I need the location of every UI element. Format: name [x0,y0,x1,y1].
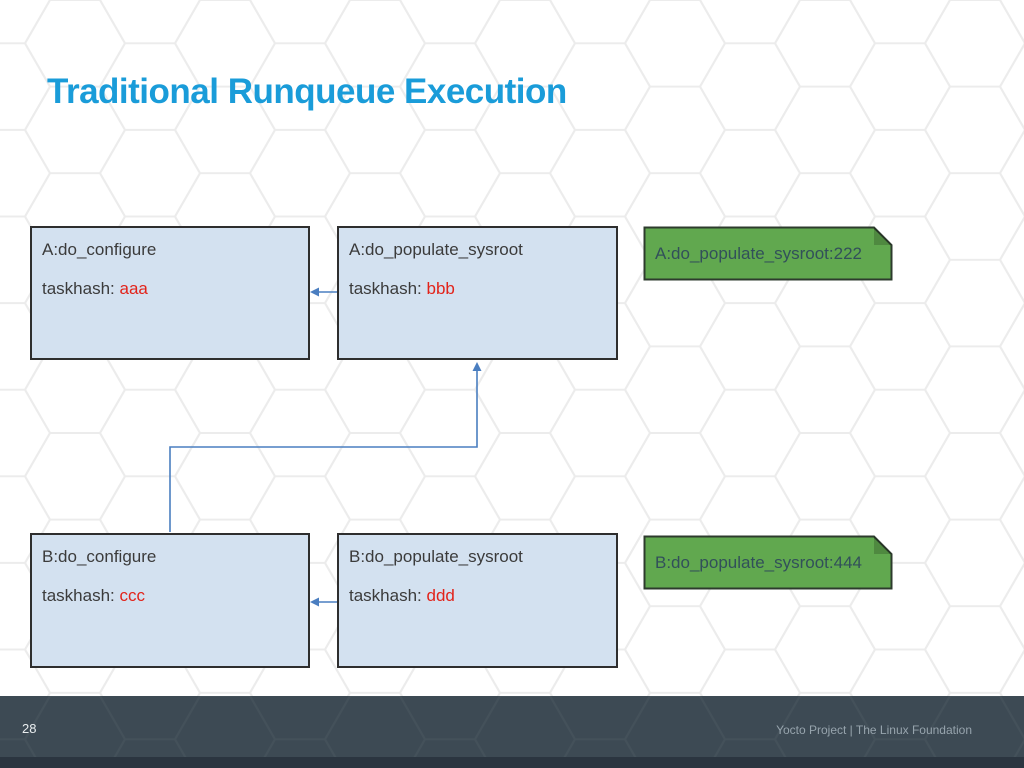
sstate-note-b: B:do_populate_sysroot:444 [643,535,893,590]
task-name: A:do_configure [42,240,157,259]
task-hash-value: bbb [426,279,455,298]
task-box-a-do-configure: A:do_configure taskhash: aaa [30,226,310,360]
task-name: A:do_populate_sysroot [349,240,523,259]
arrow-b-configure-to-a-sysroot [169,371,478,532]
task-name: B:do_populate_sysroot [349,547,523,566]
arrowhead-left-icon [310,597,319,607]
task-hash-value: ddd [426,586,455,605]
page-number: 28 [22,721,37,736]
slide-title: Traditional Runqueue Execution [47,72,567,111]
footer-brand-text: Yocto Project | The Linux Foundation [776,723,972,737]
footer-bottom-strip [0,757,1024,768]
folded-corner-shape [643,226,893,281]
task-hash-value: aaa [119,279,148,298]
footer-hexagon-pattern [0,696,1024,768]
task-box-b-do-configure: B:do_configure taskhash: ccc [30,533,310,668]
task-hash: taskhash: aaa [42,279,298,299]
task-hash-value: ccc [119,586,146,605]
footer-bar: 28 Yocto Project | The Linux Foundation [0,696,1024,768]
task-hash: taskhash: bbb [349,279,606,299]
task-hash: taskhash: ddd [349,586,606,606]
task-hash-label: taskhash: [42,279,120,298]
task-hash: taskhash: ccc [42,586,298,606]
folded-corner-shape [643,535,893,590]
task-name: B:do_configure [42,547,157,566]
arrowhead-left-icon [310,287,319,297]
task-box-a-do-populate-sysroot: A:do_populate_sysroot taskhash: bbb [337,226,618,360]
task-hash-label: taskhash: [42,586,120,605]
sstate-note-a: A:do_populate_sysroot:222 [643,226,893,281]
task-hash-label: taskhash: [349,586,427,605]
sstate-note-label: B:do_populate_sysroot:444 [655,552,862,572]
sstate-note-label: A:do_populate_sysroot:222 [655,243,862,263]
task-hash-label: taskhash: [349,279,427,298]
task-box-b-do-populate-sysroot: B:do_populate_sysroot taskhash: ddd [337,533,618,668]
arrowhead-up-icon [472,362,482,371]
